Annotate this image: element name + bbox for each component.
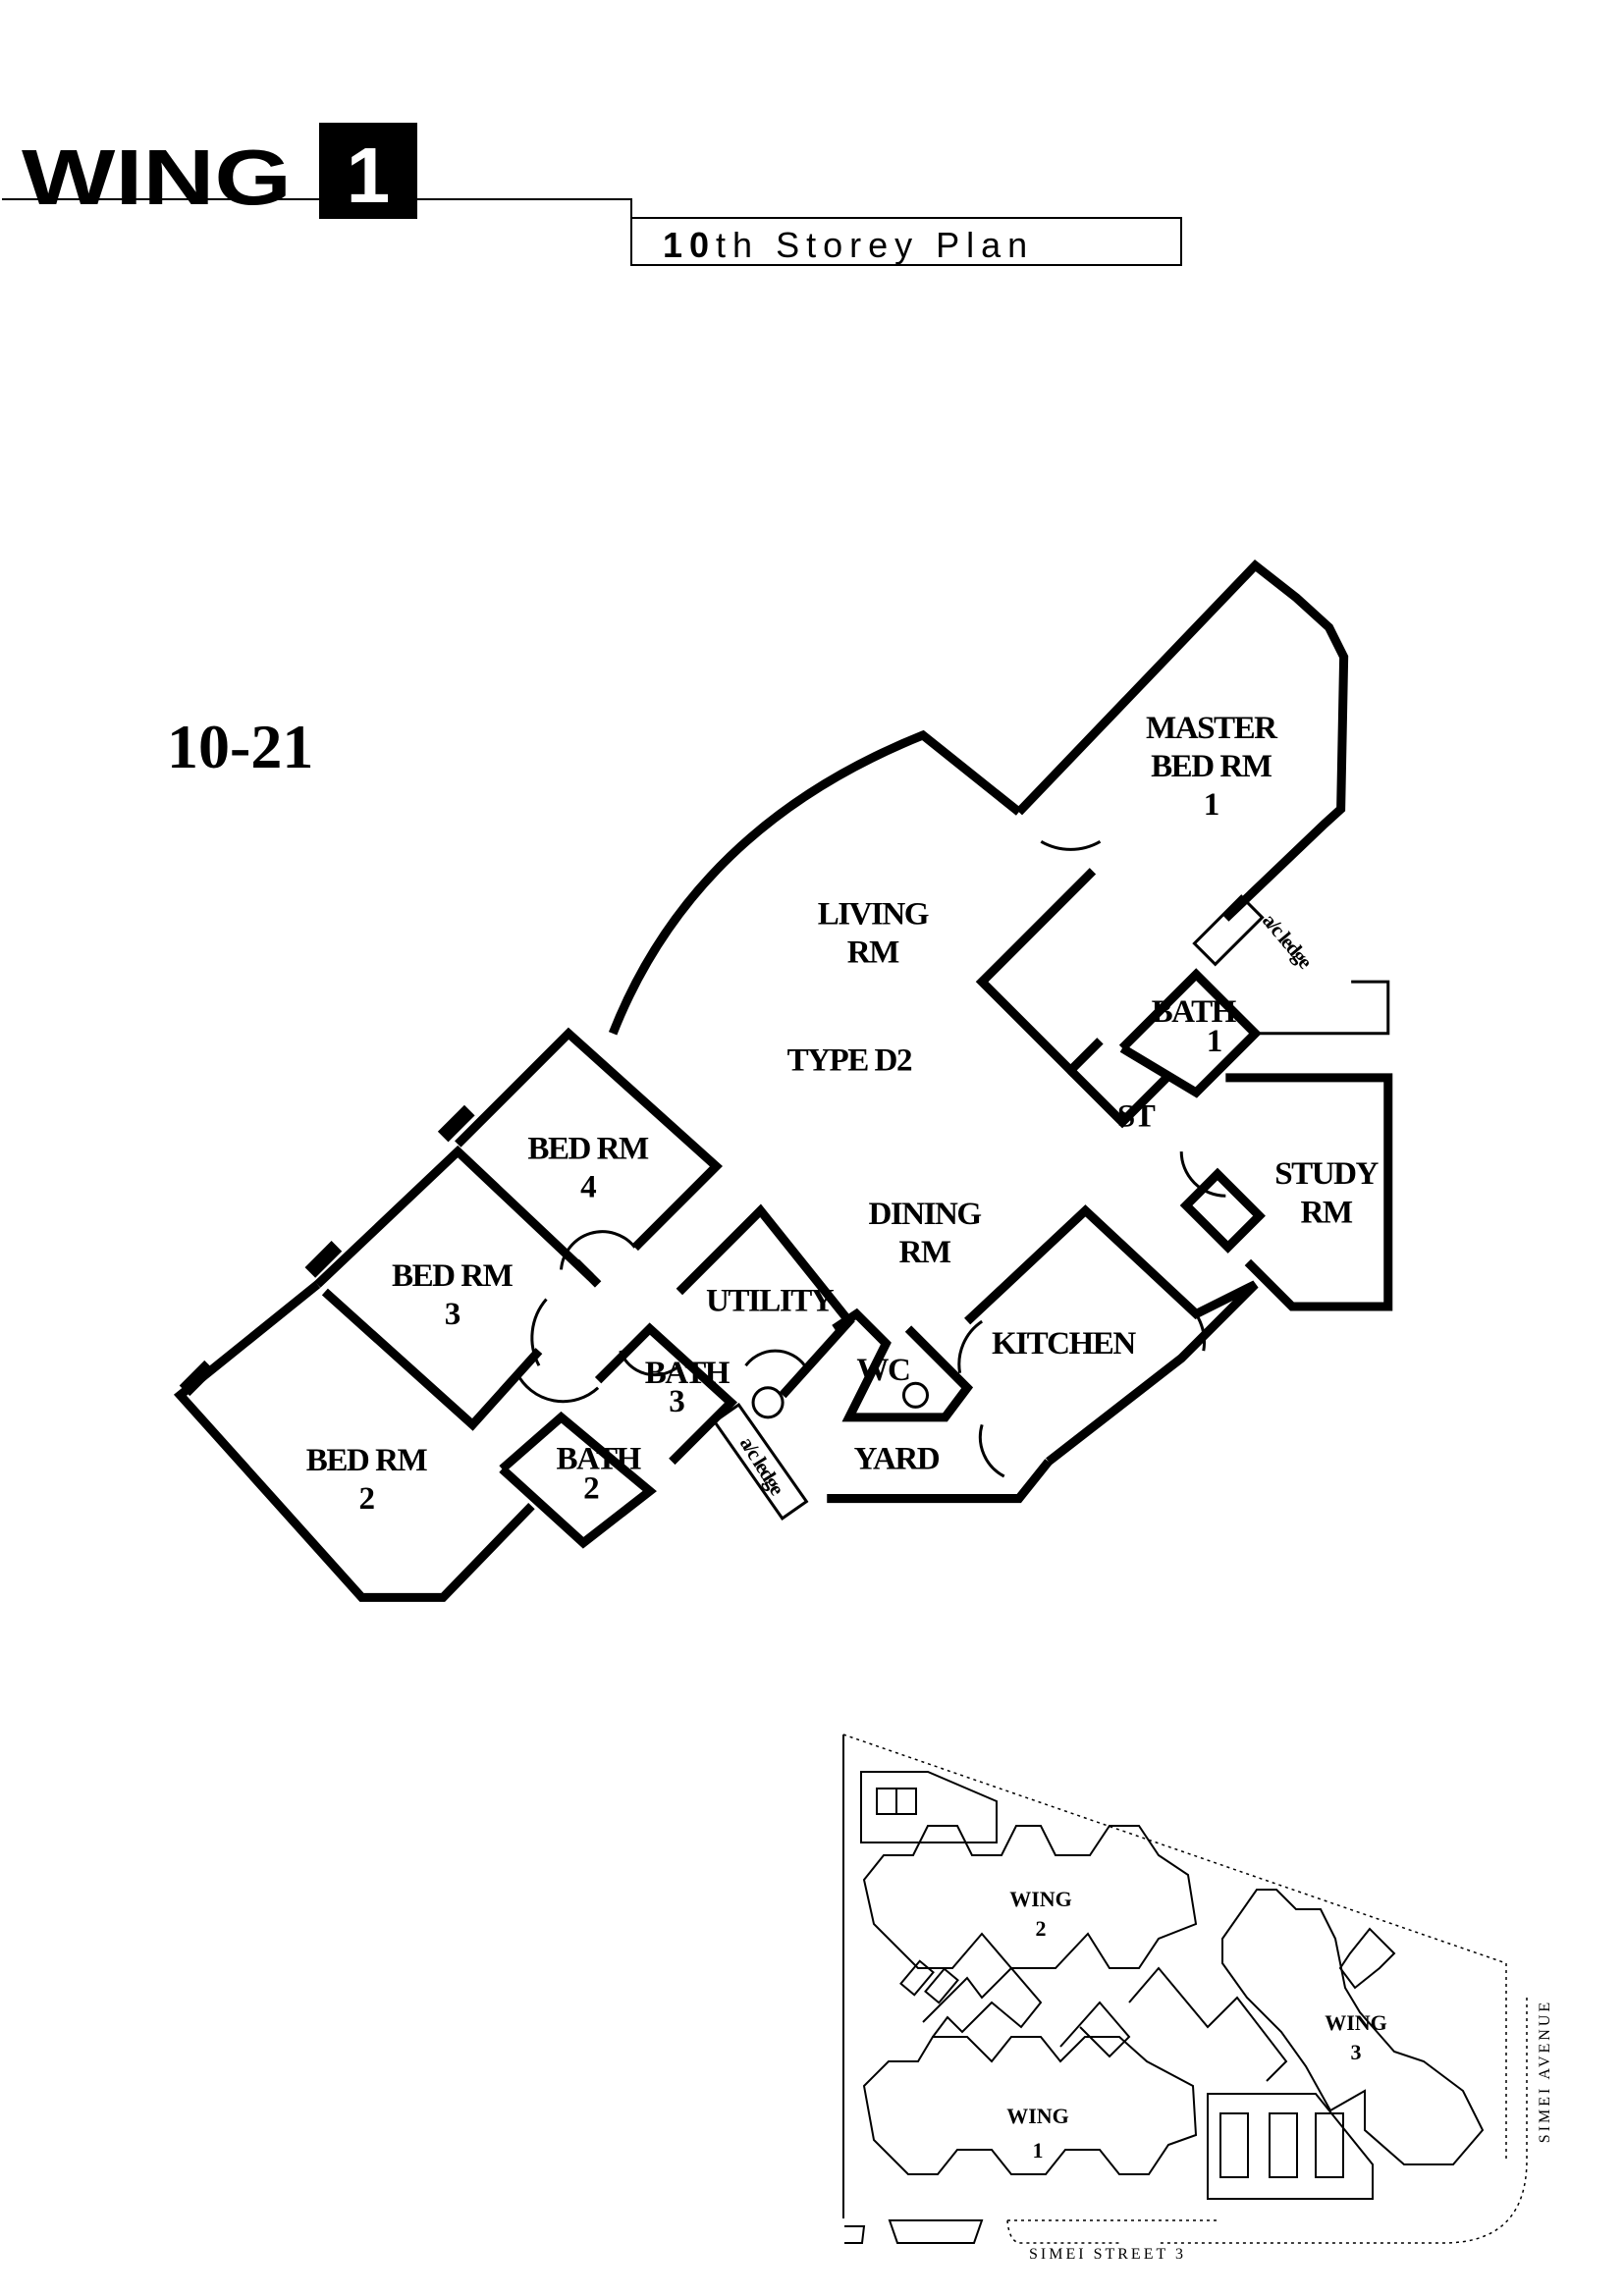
bath2-label: BATH bbox=[556, 1441, 641, 1476]
floor-plan bbox=[173, 559, 1393, 1602]
wing-number: 1 bbox=[347, 132, 391, 219]
yard-label: YARD bbox=[854, 1441, 940, 1476]
utility-label: UTILITY bbox=[706, 1284, 835, 1319]
living-facade-wall bbox=[608, 729, 1022, 1036]
bed4-label: 4 bbox=[580, 1170, 596, 1205]
door-swing bbox=[978, 1423, 1005, 1478]
clubhouse-block bbox=[922, 1966, 1043, 2038]
bath1-wall bbox=[1118, 968, 1262, 1098]
street-label-south: SIMEI STREET 3 bbox=[1029, 2246, 1186, 2263]
bed4-wall bbox=[455, 1027, 723, 1252]
living-label: LIVING bbox=[818, 897, 929, 933]
washer-fixture bbox=[751, 1386, 785, 1419]
study-label: STUDY bbox=[1274, 1156, 1379, 1192]
kitchen-wall bbox=[964, 1204, 1259, 1466]
kerb bbox=[1006, 2219, 1218, 2244]
bed4-label: BED RM bbox=[527, 1132, 649, 1167]
clubhouse-block bbox=[1059, 2001, 1131, 2058]
door-swing bbox=[744, 1349, 806, 1367]
wing-1-label: WING bbox=[1006, 2104, 1069, 2128]
car-park-block bbox=[1315, 2112, 1344, 2178]
door-swing bbox=[515, 1372, 600, 1404]
window bbox=[437, 1104, 475, 1143]
street-label-east: SIMEI AVENUE bbox=[1537, 2000, 1553, 2143]
door-swing bbox=[1179, 1151, 1226, 1198]
header-rule-step bbox=[417, 198, 632, 265]
car-park-area bbox=[1207, 2093, 1374, 2200]
door-swing bbox=[530, 1298, 548, 1366]
study-label: RM bbox=[1301, 1195, 1353, 1230]
store-label: ST bbox=[1117, 1099, 1156, 1135]
master-bed-label: BED RM bbox=[1151, 749, 1272, 784]
wing-1-outline bbox=[862, 2036, 1198, 2175]
yard-wall bbox=[827, 1459, 1053, 1504]
bed3-top-wall bbox=[314, 1145, 594, 1288]
wing-title: WING bbox=[22, 133, 292, 221]
bed2-wall bbox=[173, 1280, 535, 1602]
door-swing bbox=[1180, 1298, 1206, 1352]
site-boundary-north bbox=[842, 1734, 1507, 1964]
bed2-label: 2 bbox=[358, 1481, 374, 1517]
bed3-label: BED RM bbox=[392, 1258, 514, 1294]
master-bed-label: MASTER bbox=[1146, 711, 1278, 746]
lay-by bbox=[888, 2219, 984, 2244]
storey-plan-box bbox=[630, 217, 1182, 266]
kitchen-label: KITCHEN bbox=[992, 1326, 1136, 1362]
car-park-block bbox=[1269, 2112, 1298, 2178]
site-plan: WING 2 WING 1 WING 3 SIMEI STREET 3 SIME… bbox=[842, 1734, 1553, 2263]
bath3-wall bbox=[594, 1322, 738, 1466]
ac-ledge-2-box bbox=[712, 1402, 809, 1521]
ac-ledge-1-label: a/c ledge bbox=[1258, 909, 1317, 973]
store-wall bbox=[1067, 1067, 1170, 1129]
living-label: RM bbox=[847, 935, 899, 971]
dining-label: RM bbox=[898, 1235, 950, 1270]
bath2-wall bbox=[499, 1411, 657, 1549]
wing-2-label: 2 bbox=[1036, 1916, 1047, 1941]
storey-plan-label: 10th Storey Plan bbox=[663, 225, 1034, 265]
dining-label: DINING bbox=[868, 1197, 981, 1232]
master-bed-wall bbox=[1015, 559, 1349, 922]
ac-ledge-1-box bbox=[1192, 894, 1265, 967]
wing-3-outline bbox=[1221, 1889, 1485, 2165]
bed2-label: BED RM bbox=[306, 1443, 428, 1478]
wing-number-box bbox=[319, 123, 417, 219]
wing-2-outline bbox=[862, 1825, 1198, 1969]
wing-1-label: 1 bbox=[1033, 2138, 1044, 2163]
bath3-label: BATH bbox=[645, 1356, 731, 1391]
utility-wall bbox=[676, 1203, 855, 1399]
clubhouse-block bbox=[1128, 1966, 1288, 2082]
wing-3-label: WING bbox=[1325, 2010, 1387, 2035]
window bbox=[179, 1360, 215, 1397]
kerb bbox=[844, 2225, 866, 2244]
unit-type-label: TYPE D2 bbox=[787, 1042, 912, 1078]
bath1-label: 1 bbox=[1207, 1024, 1221, 1059]
master-bed-label: 1 bbox=[1204, 787, 1218, 823]
door-swing bbox=[1040, 839, 1102, 851]
bed3-bottom-wall bbox=[321, 1288, 543, 1431]
pavilion bbox=[924, 1967, 959, 2004]
guard-house bbox=[1338, 1927, 1396, 1990]
window bbox=[304, 1241, 343, 1278]
wc-label: WC bbox=[856, 1353, 909, 1388]
door-swing bbox=[619, 1350, 680, 1377]
living-inner-wall bbox=[975, 868, 1104, 1077]
study-wall bbox=[1225, 1073, 1393, 1311]
bath1-label: BATH bbox=[1152, 994, 1237, 1030]
simei-avenue-kerb bbox=[1159, 1998, 1528, 2244]
wing-3-label: 3 bbox=[1351, 2040, 1362, 2064]
pavilion bbox=[899, 1959, 935, 1997]
header: WING 1 10th Storey Plan bbox=[2, 123, 1182, 266]
unit-number: 10-21 bbox=[167, 712, 313, 781]
bath2-label: 2 bbox=[583, 1471, 599, 1507]
bath3-label: 3 bbox=[669, 1384, 684, 1419]
wc-wall bbox=[832, 1308, 974, 1422]
door-swing bbox=[957, 1319, 984, 1373]
ledge-wall bbox=[1255, 980, 1390, 1036]
wc-fixture bbox=[901, 1381, 930, 1409]
wing-2-label: WING bbox=[1009, 1887, 1072, 1911]
bed3-label: 3 bbox=[445, 1297, 460, 1332]
car-park-block bbox=[1219, 2112, 1249, 2178]
room-labels: MASTER BED RM 1 LIVING RM TYPE D2 BATH 1… bbox=[306, 711, 1380, 1517]
tennis-court-area bbox=[860, 1771, 998, 1843]
